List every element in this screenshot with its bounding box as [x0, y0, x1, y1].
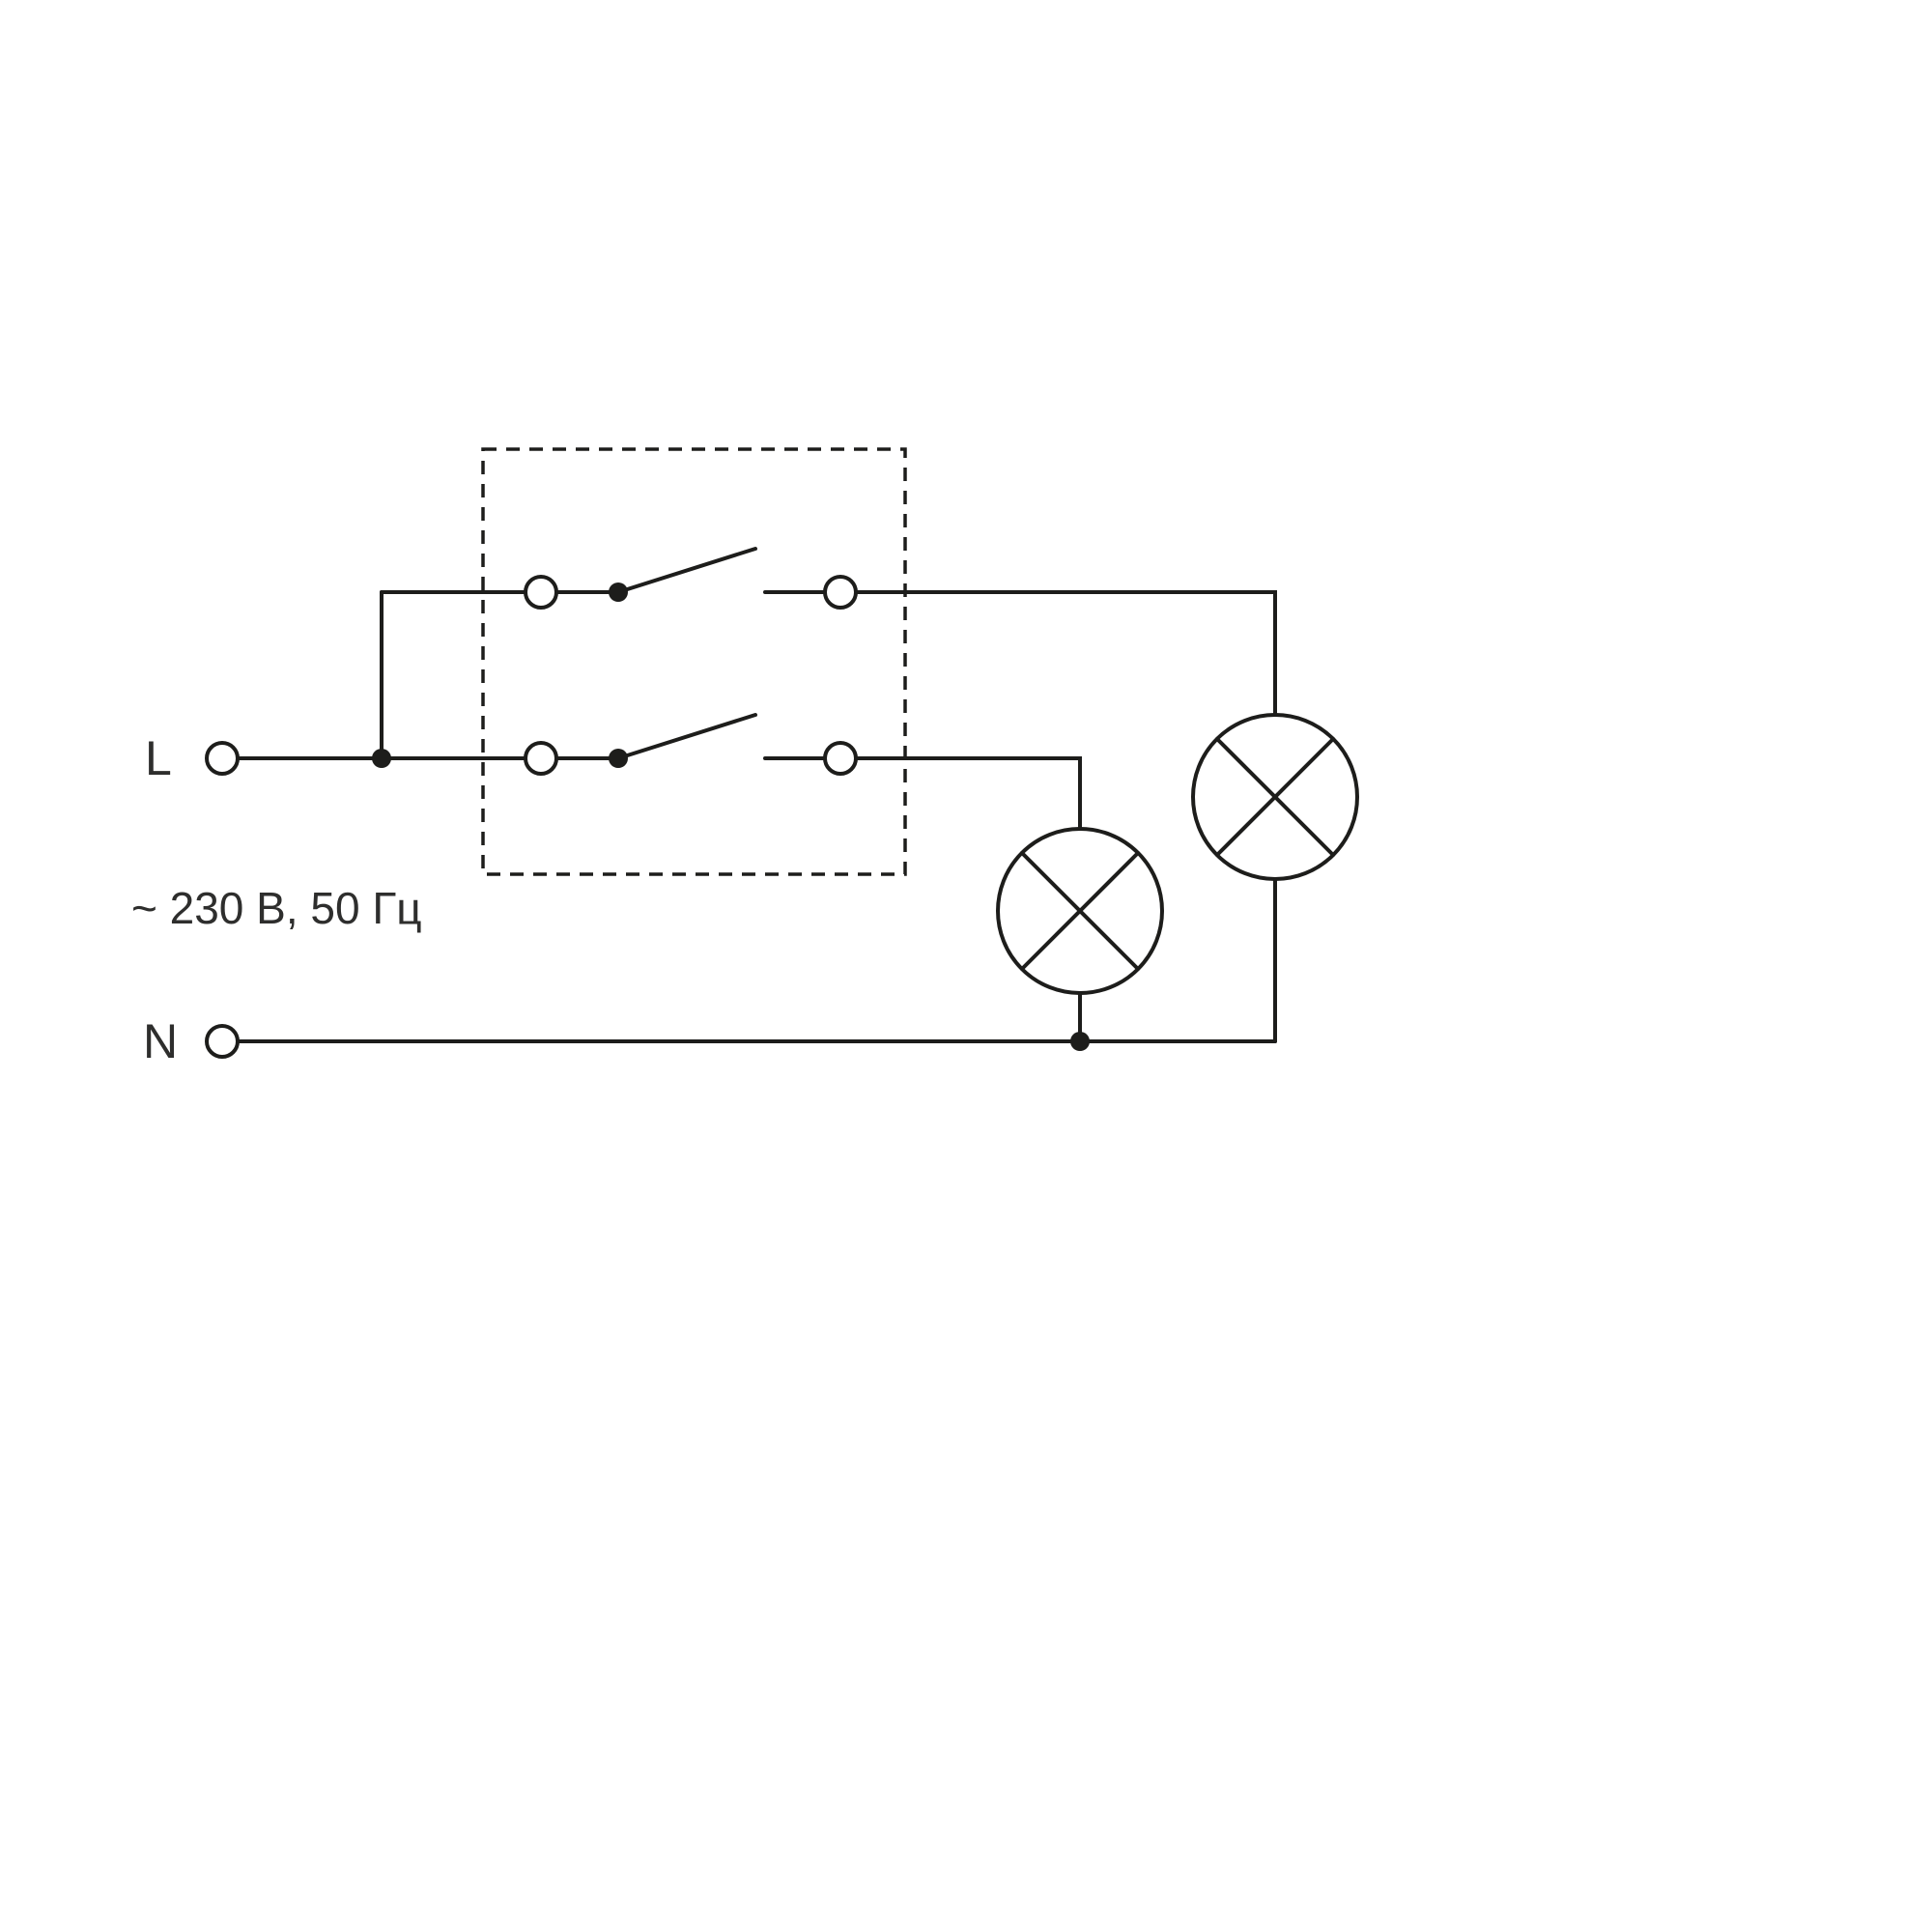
switch-1-left-terminal	[524, 575, 558, 610]
switch-1-pivot-dot	[609, 582, 628, 602]
lamp-2	[996, 827, 1164, 995]
neutral-terminal	[205, 1024, 240, 1059]
switch-2-lever	[616, 713, 757, 760]
line-terminal	[205, 741, 240, 776]
switch-2	[524, 713, 858, 776]
diagram-strokes	[205, 447, 1359, 1059]
rating-label: ~ 230 В, 50 Гц	[131, 883, 422, 933]
line-label: L	[145, 731, 172, 785]
lamp-1	[1191, 713, 1359, 881]
switch-2-right-terminal	[823, 741, 858, 776]
switch-2-output-wire	[854, 756, 1082, 831]
switch-2-pivot-dot	[609, 749, 628, 768]
lamp-2-cross-line-2	[1020, 851, 1140, 971]
line-junction-dot	[372, 749, 391, 768]
neutral-label: N	[143, 1014, 178, 1068]
switch-1-right-terminal	[823, 575, 858, 610]
switch-1	[524, 547, 858, 610]
switch-unit-outline	[481, 447, 907, 876]
switch-1-lever	[616, 547, 757, 594]
neutral-junction-dot	[1070, 1032, 1090, 1051]
switch-2-left-terminal	[524, 741, 558, 776]
lamp-1-cross-line-2	[1215, 737, 1335, 857]
switch-1-output-wire	[854, 590, 1277, 717]
